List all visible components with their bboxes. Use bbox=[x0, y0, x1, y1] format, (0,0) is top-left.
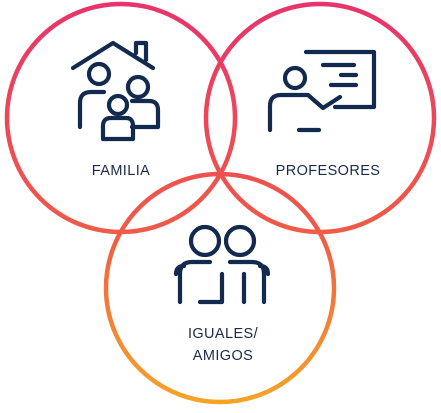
label-iguales: IGUALES/ bbox=[188, 326, 259, 342]
friends-icon bbox=[173, 224, 271, 305]
circle-profesores bbox=[203, 1, 437, 235]
label-familia: FAMILIA bbox=[92, 163, 150, 179]
label-profesores: PROFESORES bbox=[276, 163, 381, 179]
teacher-whiteboard-icon bbox=[267, 49, 377, 133]
circle-iguales bbox=[103, 171, 337, 405]
family-house-icon bbox=[70, 40, 161, 142]
label-amigos: AMIGOS bbox=[193, 348, 253, 364]
